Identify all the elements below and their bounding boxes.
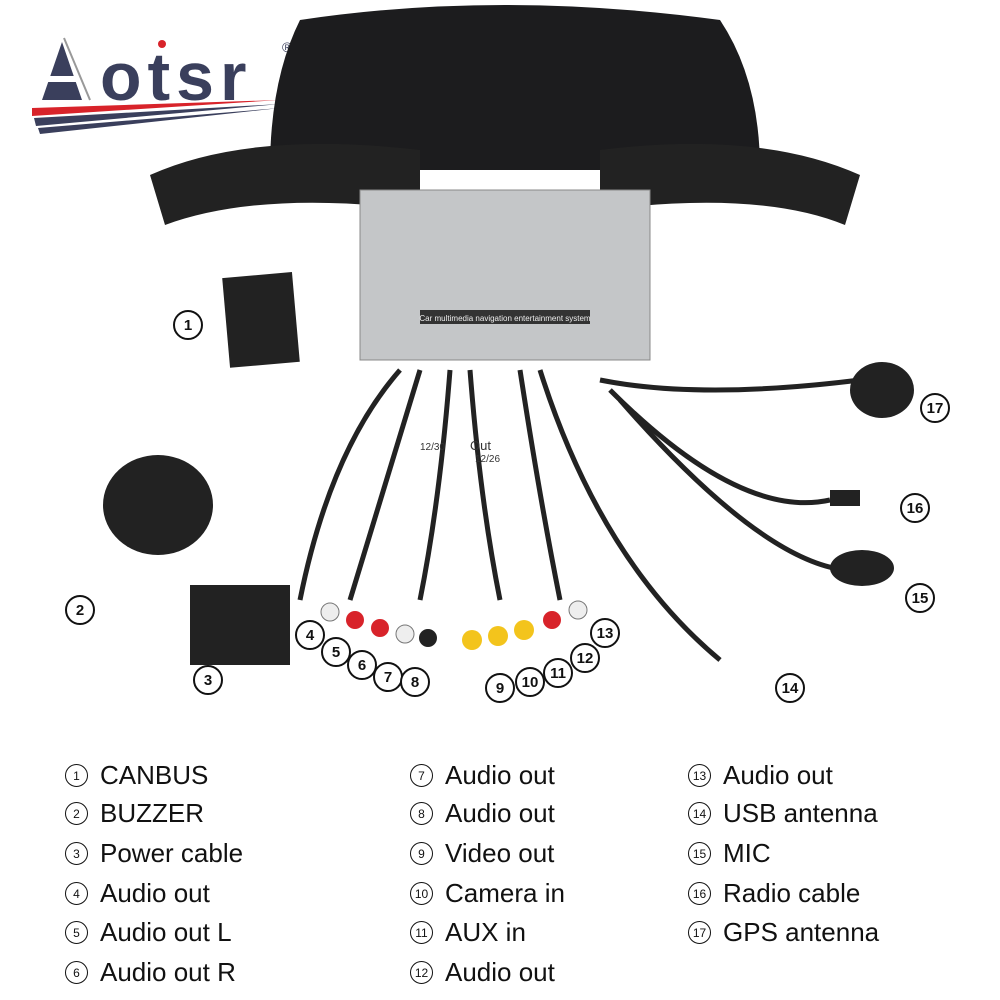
legend-label: Audio out (100, 878, 210, 908)
callout-16: 16 (900, 493, 930, 523)
legend-number: 14 (688, 802, 711, 825)
legend-label: CANBUS (100, 760, 209, 790)
legend-item: 2 BUZZER (65, 798, 204, 829)
callout-1: 1 (173, 310, 203, 340)
legend-item: 17 GPS antenna (688, 917, 879, 948)
legend-item: 10 Camera in (410, 878, 565, 909)
legend-item: 12 Audio out (410, 957, 555, 988)
legend-label: Video out (445, 838, 555, 868)
legend-number: 8 (410, 802, 433, 825)
legend-label: Audio out R (100, 957, 236, 987)
legend-number: 7 (410, 764, 433, 787)
legend-label: GPS antenna (723, 917, 880, 947)
callout-13: 13 (590, 618, 620, 648)
legend-label: USB antenna (723, 798, 878, 828)
callout-6: 6 (347, 650, 377, 680)
harness-tag: Out (470, 438, 491, 453)
callout-3: 3 (193, 665, 223, 695)
legend-item: 5 Audio out L (65, 917, 232, 948)
registered-mark: ® (282, 39, 293, 55)
head-unit-photo: Car multimedia navigation entertainment … (103, 5, 914, 665)
legend-label: Audio out (445, 957, 555, 987)
legend-item: 16 Radio cable (688, 878, 860, 909)
callout-8: 8 (400, 667, 430, 697)
legend-item: 11 AUX in (410, 917, 526, 948)
aotsr-logo: otsr ® (32, 37, 293, 134)
legend-item: 9 Video out (410, 838, 554, 869)
callout-5: 5 (321, 637, 351, 667)
legend-number: 5 (65, 921, 88, 944)
legend-number: 1 (65, 764, 88, 787)
callout-15: 15 (905, 583, 935, 613)
callout-12: 12 (570, 643, 600, 673)
harness-tag: 12/30 (420, 442, 445, 453)
legend-item: 13 Audio out (688, 760, 833, 791)
legend-item: 4 Audio out (65, 878, 210, 909)
callout-9: 9 (485, 673, 515, 703)
callout-7: 7 (373, 662, 403, 692)
legend-item: 1 CANBUS (65, 760, 208, 791)
callout-4: 4 (295, 620, 325, 650)
legend-label: Audio out (723, 760, 833, 790)
legend-label: MIC (723, 838, 771, 868)
legend-number: 13 (688, 764, 711, 787)
legend-number: 15 (688, 842, 711, 865)
legend-number: 4 (65, 882, 88, 905)
legend-number: 6 (65, 961, 88, 984)
callout-10: 10 (515, 667, 545, 697)
legend-number: 9 (410, 842, 433, 865)
legend-number: 16 (688, 882, 711, 905)
legend-item: 8 Audio out (410, 798, 555, 829)
legend-label: Audio out L (100, 917, 232, 947)
legend-item: 14 USB antenna (688, 798, 878, 829)
unit-print: Car multimedia navigation entertainment … (419, 314, 591, 323)
legend-number: 11 (410, 921, 433, 944)
legend-label: Radio cable (723, 878, 861, 908)
legend-item: 6 Audio out R (65, 957, 236, 988)
legend-item: 7 Audio out (410, 760, 555, 791)
legend-number: 12 (410, 961, 433, 984)
legend-item: 3 Power cable (65, 838, 243, 869)
legend-label: Audio out (445, 760, 555, 790)
callout-11: 11 (543, 658, 573, 688)
legend-number: 3 (65, 842, 88, 865)
legend-label: Camera in (445, 878, 565, 908)
legend-number: 10 (410, 882, 433, 905)
legend-item: 15 MIC (688, 838, 771, 869)
harness-tag: 12/26 (475, 454, 500, 465)
callout-17: 17 (920, 393, 950, 423)
legend-number: 17 (688, 921, 711, 944)
callout-2: 2 (65, 595, 95, 625)
callout-14: 14 (775, 673, 805, 703)
legend-label: Power cable (100, 838, 244, 868)
legend-label: AUX in (445, 917, 526, 947)
legend-number: 2 (65, 802, 88, 825)
legend-label: Audio out (445, 798, 555, 828)
legend-label: BUZZER (100, 798, 204, 828)
